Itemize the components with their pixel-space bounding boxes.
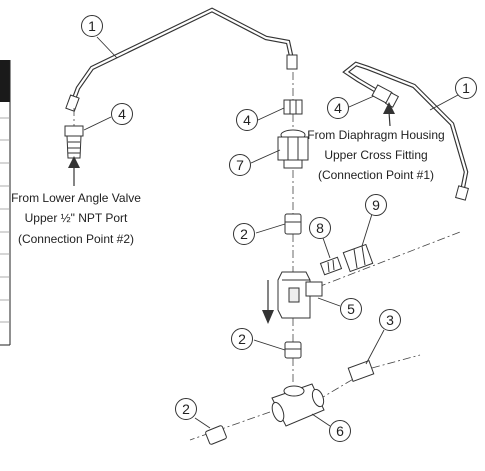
svg-text:(Connection Point #1): (Connection Point #1): [318, 168, 434, 182]
svg-text:3: 3: [386, 312, 394, 328]
note-lower-angle-valve: From Lower Angle Valve Upper ½" NPT Port…: [11, 191, 141, 246]
svg-text:2: 2: [238, 331, 246, 347]
fitting-4-center: [283, 99, 303, 115]
callout-4-right: 4: [327, 97, 349, 119]
svg-text:4: 4: [243, 112, 251, 128]
note-diaphragm-housing: From Diaphragm Housing Upper Cross Fitti…: [307, 128, 444, 182]
callout-8: 8: [309, 217, 331, 239]
callout-4-left: 4: [111, 103, 133, 125]
svg-text:2: 2: [182, 401, 190, 417]
callout-2-lower: 2: [175, 398, 197, 420]
callout-7: 7: [229, 154, 251, 176]
fitting-4-right: [371, 84, 400, 108]
ferrule-2-lower: [205, 425, 227, 445]
svg-text:Upper Cross Fitting: Upper Cross Fitting: [324, 148, 427, 162]
svg-text:7: 7: [236, 157, 244, 173]
svg-text:Upper ½" NPT Port: Upper ½" NPT Port: [25, 211, 128, 225]
ferrule-2-middle: [284, 341, 302, 359]
callout-9: 9: [365, 194, 387, 216]
svg-text:4: 4: [118, 106, 126, 122]
svg-text:4: 4: [334, 100, 342, 116]
callout-1-right: 1: [455, 77, 477, 99]
ferrule-2-upper: [284, 213, 302, 235]
svg-text:9: 9: [372, 197, 380, 213]
callout-5: 5: [340, 298, 362, 320]
tube-right: [342, 61, 469, 201]
connector-8: [319, 256, 343, 276]
svg-text:8: 8: [316, 220, 324, 236]
tee-fitting-5: [277, 271, 323, 319]
svg-text:6: 6: [336, 423, 344, 439]
fitting-3: [347, 360, 375, 382]
callout-2-middle: 2: [231, 328, 253, 350]
nut-9: [342, 243, 374, 273]
callout-4-center: 4: [236, 109, 258, 131]
svg-text:From Diaphragm Housing: From Diaphragm Housing: [307, 128, 444, 142]
assembly-centerlines: [73, 72, 461, 441]
callout-1-left: 1: [81, 15, 103, 37]
svg-text:2: 2: [240, 226, 248, 242]
callout-3: 3: [379, 309, 401, 331]
svg-text:1: 1: [88, 18, 96, 34]
tee-6: [271, 383, 325, 427]
svg-text:(Connection Point #2): (Connection Point #2): [18, 232, 134, 246]
note-arrows: [68, 102, 395, 186]
nut-7: [277, 129, 309, 169]
svg-text:5: 5: [347, 301, 355, 317]
leader-lines: [83, 36, 459, 429]
tube-left: [65, 7, 298, 112]
callout-6: 6: [329, 420, 351, 442]
callout-2-upper: 2: [233, 223, 255, 245]
svg-text:From Lower Angle Valve: From Lower Angle Valve: [11, 191, 141, 205]
fitting-4-left: [64, 125, 84, 159]
flow-direction-arrow: [262, 280, 274, 324]
table-fragment: [0, 60, 11, 346]
svg-text:1: 1: [462, 80, 470, 96]
